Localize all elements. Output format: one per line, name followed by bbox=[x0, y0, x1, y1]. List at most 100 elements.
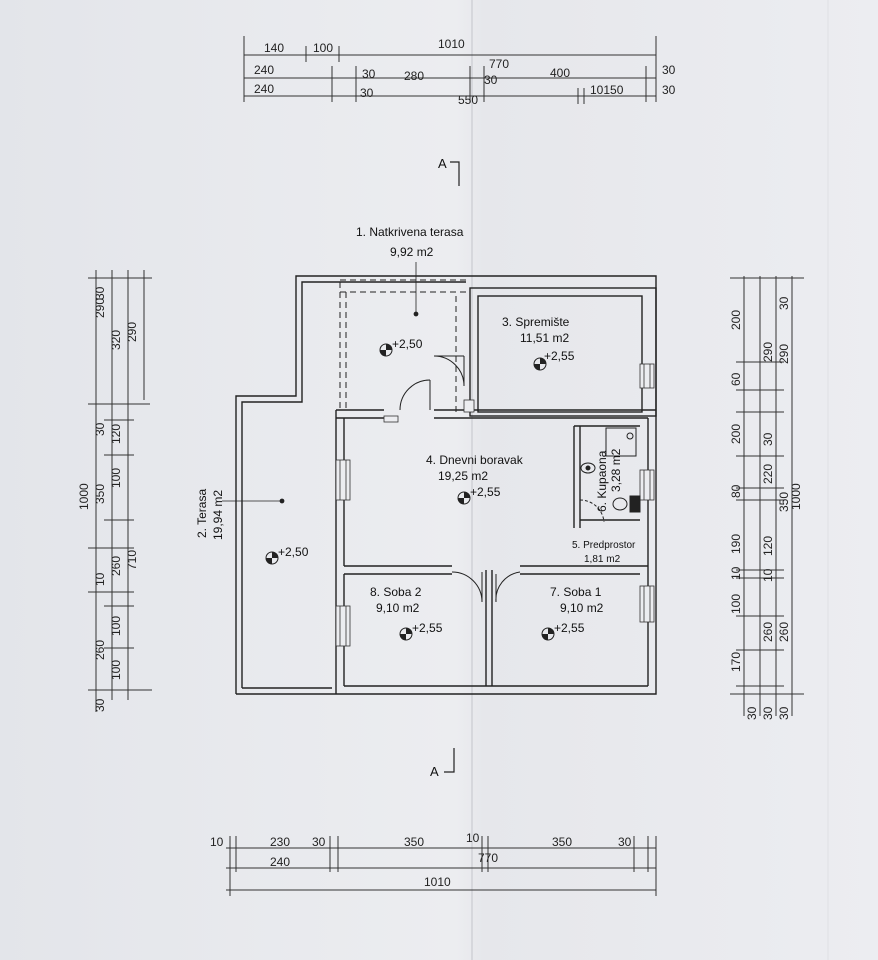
bottom-dim-350a: 350 bbox=[404, 835, 424, 849]
room-area-boravak: 19,25 m2 bbox=[438, 469, 488, 483]
top-dim-240: 240 bbox=[254, 63, 274, 77]
room-name-predprostor: 5. Predprostor bbox=[572, 540, 636, 551]
window-marks bbox=[335, 363, 655, 647]
right-dim-total: 1000 bbox=[789, 483, 803, 510]
room-name-terasa: 2. Terasa bbox=[195, 489, 209, 538]
right-dim-30d: 30 bbox=[777, 296, 791, 310]
right-dim-60: 60 bbox=[729, 372, 743, 386]
top-dim-140: 140 bbox=[264, 41, 284, 55]
level-mark-spremiste bbox=[533, 357, 547, 371]
right-dim-290b: 290 bbox=[777, 344, 791, 364]
label-leaders bbox=[222, 262, 419, 504]
room-level-terasa-natkrivena: +2,50 bbox=[392, 337, 423, 351]
level-mark-soba1 bbox=[541, 627, 555, 641]
floor-plan-walls bbox=[235, 275, 657, 695]
left-dim-100a: 100 bbox=[109, 468, 123, 488]
room-area-spremiste: 11,51 m2 bbox=[520, 331, 569, 345]
top-dim-550: 550 bbox=[458, 93, 478, 107]
right-dim-120: 120 bbox=[761, 536, 775, 556]
top-dim-30b: 30 bbox=[484, 73, 498, 87]
bathroom-fixtures bbox=[580, 432, 641, 513]
room-name-kupaona: 6. Kupaona bbox=[595, 450, 609, 512]
right-dim-30e: 30 bbox=[777, 706, 791, 720]
top-dimension-chain bbox=[243, 36, 657, 104]
room-area-soba2: 9,10 m2 bbox=[376, 601, 420, 615]
left-dim-100c: 100 bbox=[109, 660, 123, 680]
left-dim-30b: 30 bbox=[93, 422, 107, 436]
room-level-soba1: +2,55 bbox=[554, 621, 585, 635]
right-dim-30a: 30 bbox=[745, 706, 759, 720]
top-dim-240b: 240 bbox=[254, 82, 274, 96]
right-dim-260b: 260 bbox=[777, 622, 791, 642]
top-dim-30e: 30 bbox=[662, 83, 676, 97]
bottom-dim-770: 770 bbox=[478, 851, 498, 865]
room-level-spremiste: +2,55 bbox=[544, 349, 575, 363]
right-dim-10b: 10 bbox=[761, 568, 775, 582]
left-dim-30: 30 bbox=[93, 286, 107, 300]
left-dimension-chain bbox=[88, 270, 152, 712]
room-level-terasa: +2,50 bbox=[278, 545, 309, 559]
door-swings bbox=[399, 355, 605, 603]
left-dim-10: 10 bbox=[93, 572, 107, 586]
right-dim-200a: 200 bbox=[729, 310, 743, 330]
left-dim-350: 350 bbox=[93, 484, 107, 504]
bottom-dim-10b: 10 bbox=[466, 831, 480, 845]
room-name-soba2: 8. Soba 2 bbox=[370, 585, 422, 599]
left-dim-290: 290 bbox=[93, 298, 107, 318]
top-dim-770: 770 bbox=[489, 57, 509, 71]
room-area-terasa-natkrivena: 9,92 m2 bbox=[390, 245, 434, 259]
level-mark-boravak bbox=[457, 491, 471, 505]
bottom-dimension-chain bbox=[226, 836, 657, 896]
left-dim-290b: 290 bbox=[125, 322, 139, 342]
left-dim-260: 260 bbox=[93, 640, 107, 660]
top-dim-30d: 30 bbox=[360, 86, 374, 100]
bottom-dim-240: 240 bbox=[270, 855, 290, 869]
svg-text:A: A bbox=[438, 156, 447, 171]
top-dim-280: 280 bbox=[404, 69, 424, 83]
right-dim-190: 190 bbox=[729, 534, 743, 554]
right-dim-260a: 260 bbox=[761, 622, 775, 642]
top-dim-30c: 30 bbox=[662, 63, 676, 77]
top-dim-1010: 1010 bbox=[438, 37, 465, 51]
left-dim-30c: 30 bbox=[93, 698, 107, 712]
bottom-dim-1010: 1010 bbox=[424, 875, 451, 889]
right-dim-200b: 200 bbox=[729, 424, 743, 444]
right-dim-80: 80 bbox=[729, 484, 743, 498]
top-dim-10150: 10150 bbox=[590, 83, 624, 97]
right-dim-170: 170 bbox=[729, 652, 743, 672]
bottom-dim-350b: 350 bbox=[552, 835, 572, 849]
section-mark-bottom: A bbox=[430, 748, 455, 779]
right-dim-100: 100 bbox=[729, 594, 743, 614]
right-dim-30b: 30 bbox=[761, 432, 775, 446]
bottom-dim-30b: 30 bbox=[618, 835, 632, 849]
left-dim-710: 710 bbox=[125, 550, 139, 570]
room-name-boravak: 4. Dnevni boravak bbox=[426, 453, 524, 467]
svg-text:A: A bbox=[430, 764, 439, 779]
right-dim-10: 10 bbox=[729, 566, 743, 580]
top-dim-100: 100 bbox=[313, 41, 333, 55]
left-dim-320: 320 bbox=[109, 330, 123, 350]
level-mark-terasa bbox=[265, 551, 279, 565]
room-area-kupaona: 3,28 m2 bbox=[609, 448, 623, 492]
right-dim-290a: 290 bbox=[761, 342, 775, 362]
right-dimension-chain bbox=[730, 276, 804, 716]
room-area-predprostor: 1,81 m2 bbox=[584, 554, 621, 565]
level-mark-terasa-natkrivena bbox=[379, 343, 393, 357]
left-dim-120: 120 bbox=[109, 424, 123, 444]
right-dim-30c: 30 bbox=[761, 706, 775, 720]
room-area-soba1: 9,10 m2 bbox=[560, 601, 604, 615]
room-name-soba1: 7. Soba 1 bbox=[550, 585, 602, 599]
room-level-soba2: +2,55 bbox=[412, 621, 443, 635]
left-dim-100b: 100 bbox=[109, 616, 123, 636]
left-dim-260b: 260 bbox=[109, 556, 123, 576]
section-mark-top: A bbox=[438, 156, 460, 186]
right-dim-220: 220 bbox=[761, 464, 775, 484]
right-dim-350: 350 bbox=[777, 492, 791, 512]
room-name-terasa-natkrivena: 1. Natkrivena terasa bbox=[356, 225, 464, 239]
room-level-boravak: +2,55 bbox=[470, 485, 501, 499]
room-name-spremiste: 3. Spremište bbox=[502, 315, 570, 329]
bottom-dim-10a: 10 bbox=[210, 835, 224, 849]
left-dim-total: 1000 bbox=[77, 483, 91, 510]
top-dim-30a: 30 bbox=[362, 67, 376, 81]
